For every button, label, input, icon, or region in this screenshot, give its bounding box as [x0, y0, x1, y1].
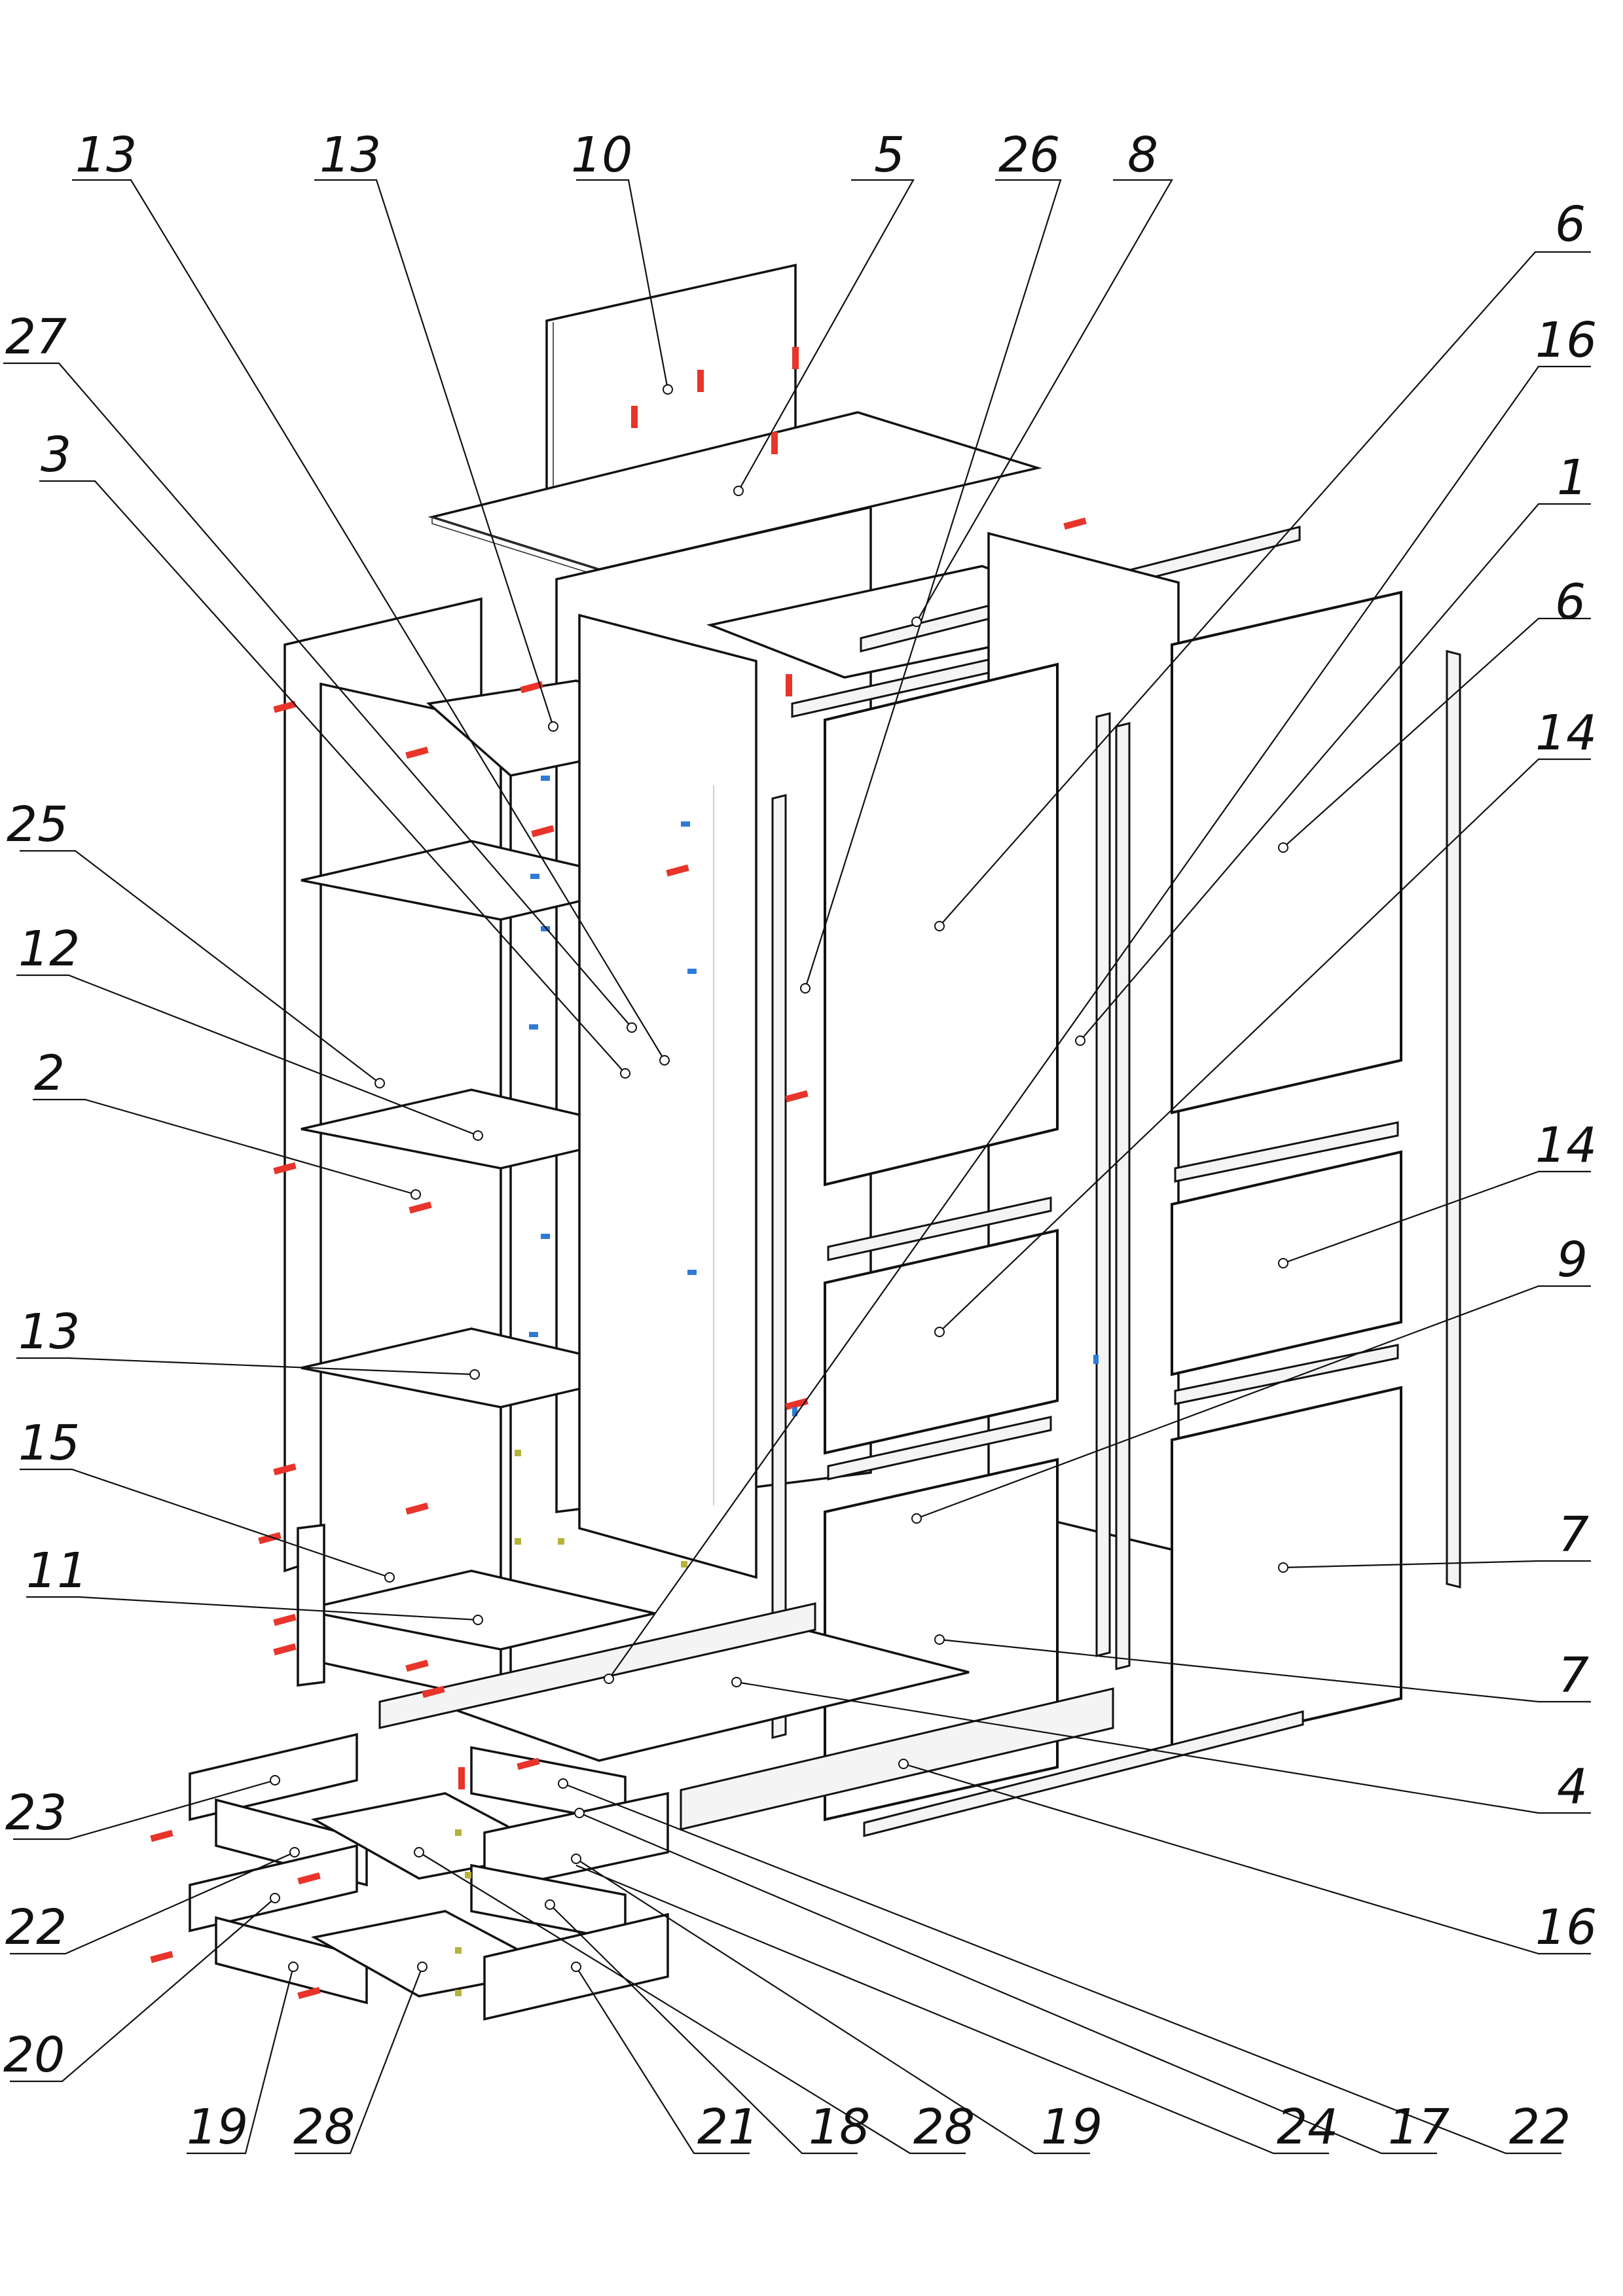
callout-10: 10: [571, 127, 632, 183]
vertical-profile-left: [771, 794, 787, 1739]
callout-27: 27: [5, 309, 67, 365]
callout-13-top-left: 13: [75, 127, 137, 183]
callout-labels: 13 13 10 5 26 8 6 27 16 3 1 6 14 25 12 2…: [3, 127, 1597, 2155]
callout-13-top: 13: [319, 127, 381, 183]
callout-14-upper: 14: [1535, 705, 1597, 761]
bottom-guide-rail-front: [863, 1710, 1304, 1837]
callout-7-upper: 7: [1558, 1507, 1589, 1563]
callout-21: 21: [697, 2099, 759, 2155]
fasteners-red: [150, 347, 1087, 2000]
door-right-upper-glass: [1171, 590, 1402, 1115]
callout-19-left: 19: [187, 2099, 248, 2155]
left-plinth-box: [297, 1524, 325, 1687]
callout-11: 11: [26, 1543, 88, 1599]
drawer-lower-back: [189, 1844, 358, 1933]
callout-23: 23: [5, 1785, 67, 1841]
callout-9: 9: [1557, 1232, 1588, 1288]
door-vertical-profile-b: [1115, 722, 1131, 1670]
fasteners-olive: [455, 1450, 687, 1996]
callout-28-right: 28: [913, 2099, 975, 2155]
callout-19-right: 19: [1041, 2099, 1103, 2155]
right-vertical-profile: [1446, 650, 1461, 1588]
callout-6-lower: 6: [1555, 574, 1586, 630]
callout-20: 20: [3, 2027, 65, 2083]
callout-13-left: 13: [18, 1304, 80, 1360]
callout-2: 2: [34, 1045, 65, 1102]
callout-3: 3: [41, 427, 71, 483]
bottom-plinth-rail: [680, 1687, 1114, 1831]
wardrobe-parts: [150, 263, 1461, 2021]
door-left-divider-2: [827, 1416, 1052, 1480]
bottom-plinth-left: [378, 1602, 816, 1729]
callout-18: 18: [809, 2099, 870, 2155]
callout-5: 5: [874, 127, 905, 183]
callout-17: 17: [1388, 2099, 1450, 2155]
callout-16-lower: 16: [1535, 1899, 1597, 1956]
callout-7-lower: 7: [1558, 1647, 1589, 1704]
callout-15: 15: [18, 1415, 80, 1471]
callout-22-right: 22: [1509, 2099, 1571, 2155]
callout-25: 25: [7, 797, 68, 853]
door-right-divider-1: [1174, 1121, 1399, 1183]
callout-26: 26: [998, 127, 1060, 183]
callout-leader-lines: [3, 179, 1591, 2155]
callout-16-upper: 16: [1535, 312, 1597, 368]
callout-24: 24: [1277, 2099, 1338, 2155]
door-vertical-profile-a: [1095, 712, 1111, 1657]
callout-6-upper: 6: [1555, 196, 1586, 253]
door-left-middle-glass: [824, 1229, 1059, 1455]
callout-28-left: 28: [293, 2099, 355, 2155]
middle-partition-panel: [578, 613, 757, 1579]
callout-8: 8: [1127, 127, 1158, 183]
callout-target-dots: [270, 384, 1288, 1972]
door-left-divider-1: [827, 1196, 1052, 1261]
callout-4: 4: [1557, 1759, 1588, 1815]
callout-12: 12: [18, 921, 80, 977]
callout-1: 1: [1557, 450, 1588, 506]
callout-22-left: 22: [5, 1899, 67, 1956]
fasteners-blue: [529, 776, 1099, 1416]
callout-14-lower: 14: [1535, 1117, 1597, 1174]
